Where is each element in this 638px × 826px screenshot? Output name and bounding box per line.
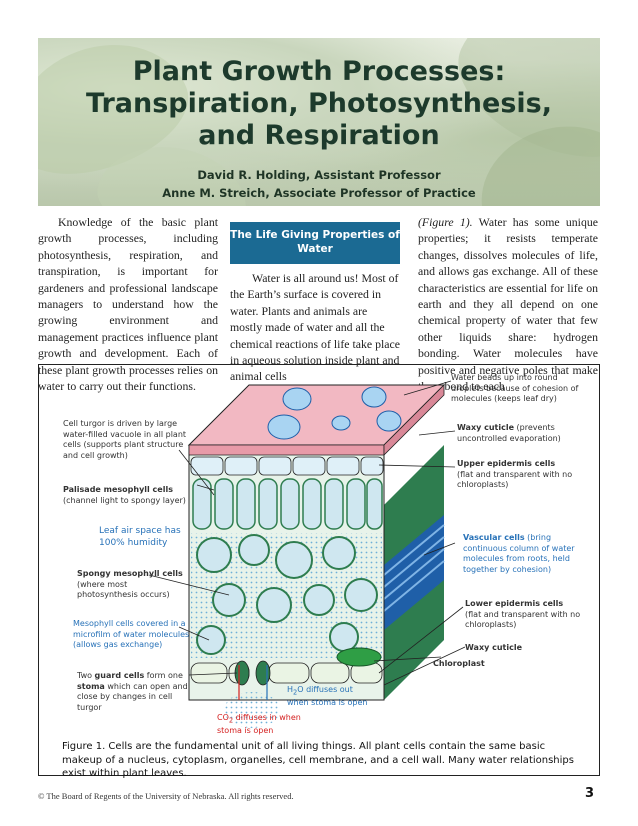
upper-epidermis bbox=[190, 456, 384, 476]
co2-label: CO2 diffuses in when stoma is open bbox=[217, 713, 307, 737]
water-paragraph: Water is all around us! Most of the Eart… bbox=[230, 271, 400, 384]
cuticle-side-edge bbox=[383, 384, 445, 456]
palisade-label: Palisade mesophyll cells(channel light t… bbox=[63, 485, 203, 506]
label-desc: (prevents uncontrolled evaporation) bbox=[457, 423, 561, 443]
vascular-bundle bbox=[383, 515, 445, 630]
label-text: which can open and close by changes in c… bbox=[77, 681, 188, 712]
title-line: and Respiration bbox=[198, 120, 440, 151]
label-desc: (channel light to spongy layer) bbox=[63, 495, 186, 505]
waxy-cuticle-top-label: Waxy cuticle (prevents uncontrolled evap… bbox=[457, 423, 589, 444]
label-text: Two bbox=[77, 671, 95, 680]
figure-reference: (Figure 1). bbox=[418, 215, 473, 229]
label-text: diffuses in when stoma is open bbox=[217, 713, 301, 736]
lower-epidermis-label: Lower epidermis cells(flat and transpare… bbox=[465, 599, 589, 631]
properties-paragraph: (Figure 1). Water has some unique proper… bbox=[418, 214, 598, 394]
cell-turgor-label: Cell turgor is driven by large water-fil… bbox=[63, 419, 187, 460]
label-desc: (bring continuous column of water molecu… bbox=[463, 533, 575, 574]
chloroplast-label: Chloroplast bbox=[433, 659, 485, 668]
title-line: Transpiration, Photosynthesis, bbox=[86, 88, 552, 119]
author: Anne M. Streich, Associate Professor of … bbox=[162, 186, 476, 200]
label-term: guard cells bbox=[94, 671, 145, 680]
properties-text: Water has some unique properties; it res… bbox=[418, 215, 598, 394]
figure-frame: Water beads up into round droplets becau… bbox=[38, 364, 600, 776]
label-text: form one bbox=[144, 671, 183, 680]
label-term: Upper epidermis cells bbox=[457, 459, 556, 468]
page-number: 3 bbox=[585, 786, 595, 801]
leaf-cross-section-diagram bbox=[148, 380, 466, 728]
water-beads-label: Water beads up into round droplets becau… bbox=[451, 373, 579, 403]
vascular-label: Vascular cells (bring continuous column … bbox=[463, 533, 589, 575]
label-text: H bbox=[287, 685, 294, 694]
copyright-footer: © The Board of Regents of the University… bbox=[38, 791, 294, 801]
label-desc: (flat and transparent with no chloroplas… bbox=[465, 609, 581, 630]
title-banner: Plant Growth Processes: Transpiration, P… bbox=[38, 38, 600, 206]
label-term: Spongy mesophyll cells bbox=[77, 569, 183, 578]
label-term: Palisade mesophyll cells bbox=[63, 485, 173, 494]
sidebar-heading: The Life Giving Properties of Water bbox=[230, 222, 400, 264]
waxy-cuticle-bottom-label: Waxy cuticle bbox=[465, 643, 523, 652]
upper-epidermis-label: Upper epidermis cells(flat and transpare… bbox=[457, 459, 589, 491]
label-term: stoma bbox=[77, 681, 105, 691]
author-list: David R. Holding, Assistant Professor An… bbox=[38, 166, 600, 202]
label-term: Waxy cuticle bbox=[457, 423, 515, 432]
label-term: Lower epidermis cells bbox=[465, 599, 564, 608]
label-desc: (where most photosynthesis occurs) bbox=[77, 579, 170, 600]
page-title: Plant Growth Processes: Transpiration, P… bbox=[38, 56, 600, 152]
leaf-air-label: Leaf air space has 100% humidity bbox=[99, 526, 181, 548]
mesophyll-film-label: Mesophyll cells covered in a microfilm o… bbox=[73, 619, 190, 649]
h2o-label: H2O diffuses out when stoma is open bbox=[287, 685, 377, 709]
spongy-label: Spongy mesophyll cells(where most photos… bbox=[77, 569, 187, 601]
label-term: Vascular cells bbox=[463, 533, 525, 542]
label-desc: (flat and transparent with no chloroplas… bbox=[457, 469, 573, 490]
waxy-cuticle-top bbox=[187, 384, 446, 446]
intro-paragraph: Knowledge of the basic plant growth proc… bbox=[38, 215, 218, 394]
subscript: 2 bbox=[228, 716, 234, 725]
label-text: CO bbox=[217, 713, 229, 722]
subscript: 2 bbox=[293, 688, 298, 697]
title-line: Plant Growth Processes: bbox=[132, 56, 506, 87]
spongy-mesophyll bbox=[196, 534, 378, 655]
palisade-mesophyll bbox=[192, 478, 383, 530]
cuticle-edge bbox=[188, 444, 385, 456]
guard-cells-label: Two guard cells form one stoma which can… bbox=[77, 671, 189, 713]
label-text: O diffuses out when stoma is open bbox=[287, 685, 368, 708]
gas-diffusion bbox=[224, 692, 280, 728]
leader-lines bbox=[148, 380, 466, 686]
chloroplast bbox=[336, 647, 382, 667]
figure-caption: Figure 1. Cells are the fundamental unit… bbox=[62, 741, 574, 779]
water-droplets bbox=[267, 386, 402, 440]
author: David R. Holding, Assistant Professor bbox=[197, 168, 441, 182]
